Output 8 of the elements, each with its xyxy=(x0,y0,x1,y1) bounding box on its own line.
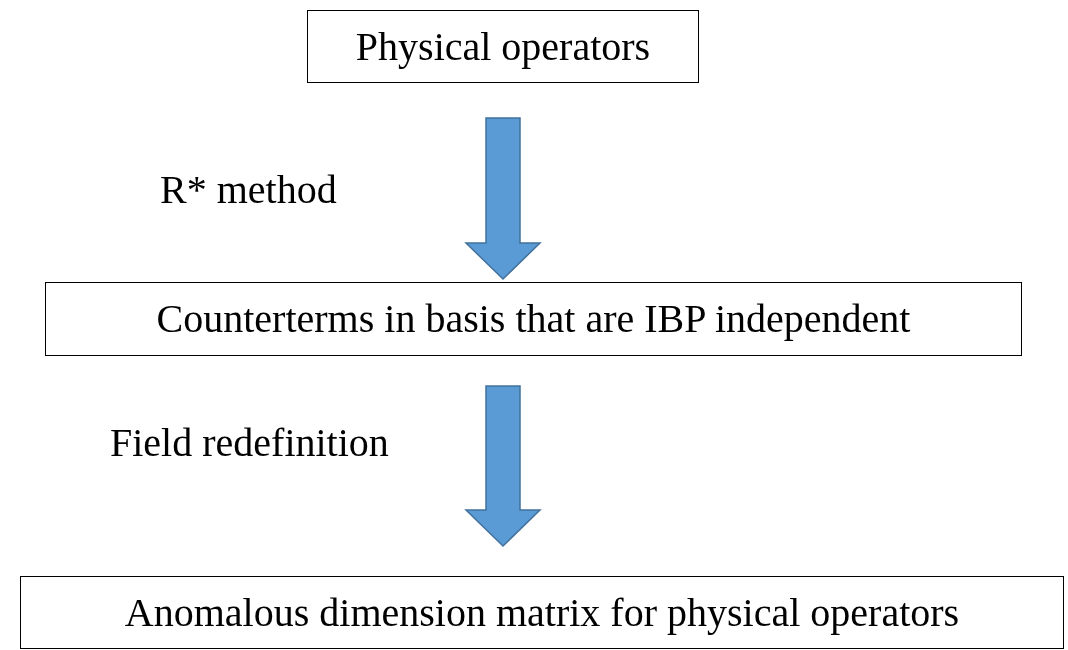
process-box xyxy=(20,576,1064,649)
process-box xyxy=(307,10,699,83)
box-text: Physical operators xyxy=(355,24,651,69)
box-text: Anomalous dimension matrix for physical operators xyxy=(124,590,960,635)
block-arrow xyxy=(464,117,542,281)
block-arrow xyxy=(464,385,542,548)
box-text: Counterterms in basis that are IBP independent xyxy=(156,297,911,341)
process-box xyxy=(45,282,1022,356)
